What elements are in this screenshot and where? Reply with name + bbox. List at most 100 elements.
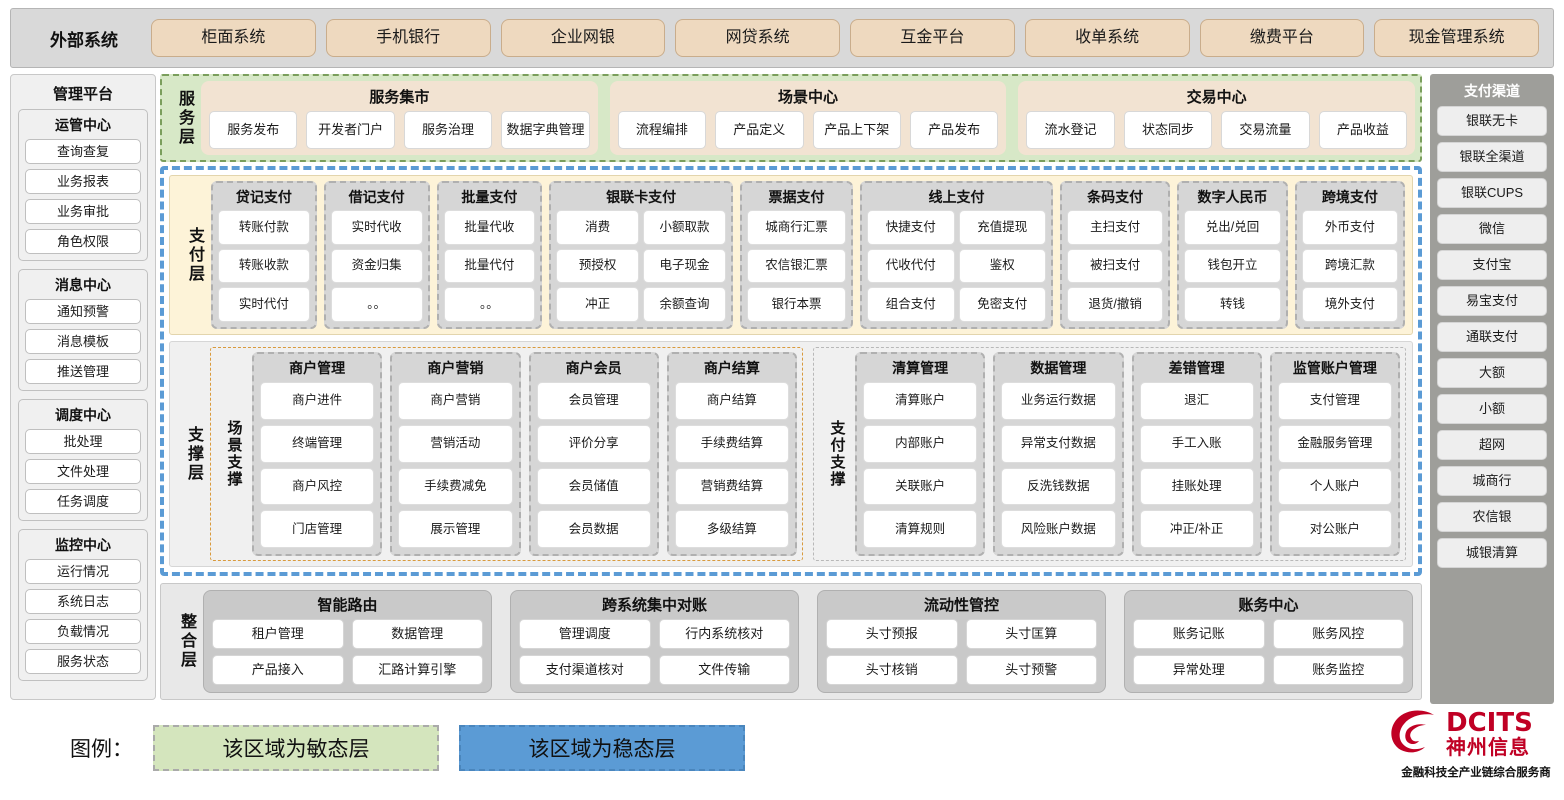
management-item[interactable]: 业务审批 [25,199,141,224]
external-system-chip[interactable]: 现金管理系统 [1374,19,1539,57]
payment-channel-item[interactable]: 超网 [1437,430,1547,460]
support-item[interactable]: 手续费结算 [674,424,789,463]
payment-channel-item[interactable]: 银联CUPS [1437,178,1547,208]
integration-item[interactable]: 账务监控 [1272,655,1404,685]
payment-item[interactable]: 代收代付 [867,248,955,284]
support-item[interactable]: 手续费减免 [398,467,513,506]
service-item[interactable]: 数据字典管理 [501,111,590,149]
payment-item[interactable]: 实时代收 [330,210,423,245]
payment-item[interactable]: 充值提现 [958,210,1046,245]
service-item[interactable]: 产品收益 [1318,111,1408,149]
external-system-chip[interactable]: 企业网银 [500,19,666,57]
integration-item[interactable]: 租户管理 [212,619,344,649]
payment-channel-item[interactable]: 通联支付 [1437,322,1547,352]
integration-item[interactable]: 支付渠道核对 [519,655,651,685]
payment-item[interactable]: 银行本票 [746,287,847,323]
payment-channel-item[interactable]: 大额 [1437,358,1547,388]
service-item[interactable]: 流程编排 [617,111,707,149]
integration-item[interactable]: 行内系统核对 [658,619,790,649]
service-item[interactable]: 服务治理 [403,111,493,149]
management-item[interactable]: 通知预警 [25,299,141,324]
payment-item[interactable]: 城商行汇票 [746,210,847,245]
support-item[interactable]: 商户结算 [674,382,789,420]
payment-channel-item[interactable]: 城商行 [1437,466,1547,496]
payment-item[interactable]: 预授权 [556,248,640,284]
support-item[interactable]: 清算规则 [863,510,978,548]
payment-item[interactable]: 跨境汇款 [1301,248,1399,284]
service-item[interactable]: 产品发布 [909,111,999,149]
payment-item[interactable]: 电子现金 [643,248,726,284]
integration-item[interactable]: 账务风控 [1272,619,1404,649]
integration-item[interactable]: 头寸预警 [965,655,1097,685]
support-item[interactable]: 门店管理 [260,510,375,548]
support-item[interactable]: 手工入账 [1139,424,1254,463]
payment-channel-item[interactable]: 小额 [1437,394,1547,424]
support-item[interactable]: 对公账户 [1277,510,1392,548]
management-item[interactable]: 任务调度 [25,489,141,514]
service-item[interactable]: 开发者门户 [306,111,395,149]
payment-channel-item[interactable]: 农信银 [1437,502,1547,532]
payment-item[interactable]: 实时代付 [218,287,310,323]
management-item[interactable]: 消息模板 [25,329,141,354]
payment-item[interactable]: 农信银汇票 [746,248,847,284]
support-item[interactable]: 反洗钱数据 [1001,467,1116,506]
payment-item[interactable]: 余额查询 [643,287,726,322]
external-system-chip[interactable]: 网贷系统 [675,19,840,57]
support-item[interactable]: 评价分享 [536,424,651,463]
management-item[interactable]: 推送管理 [25,359,141,384]
payment-item[interactable]: 冲正 [556,287,640,322]
support-item[interactable]: 冲正/补正 [1139,510,1254,548]
support-item[interactable]: 清算账户 [863,382,978,420]
support-item[interactable]: 会员管理 [536,382,651,420]
service-item[interactable]: 状态同步 [1123,111,1213,149]
payment-item[interactable]: 兑出/兑回 [1184,210,1281,245]
management-item[interactable]: 系统日志 [25,589,141,614]
support-item[interactable]: 会员储值 [536,467,651,506]
support-item[interactable]: 商户进件 [260,382,375,420]
payment-item[interactable]: 批量代付 [443,248,536,284]
support-item[interactable]: 商户风控 [260,467,375,506]
service-item[interactable]: 流水登记 [1026,111,1115,149]
external-system-chip[interactable]: 缴费平台 [1199,19,1365,57]
external-system-chip[interactable]: 手机银行 [325,19,491,57]
payment-item[interactable]: 转账收款 [218,248,310,284]
integration-item[interactable]: 数据管理 [351,619,483,649]
integration-item[interactable]: 管理调度 [519,619,651,649]
payment-channel-item[interactable]: 银联无卡 [1437,106,1547,136]
service-item[interactable]: 服务发布 [209,111,298,149]
payment-item[interactable]: 。。 [330,287,423,323]
payment-item[interactable]: 快捷支付 [867,210,955,245]
service-item[interactable]: 产品定义 [715,111,804,149]
service-item[interactable]: 交易流量 [1221,111,1310,149]
support-item[interactable]: 支付管理 [1277,382,1392,420]
payment-item[interactable]: 。。 [443,287,536,323]
external-system-chip[interactable]: 柜面系统 [151,19,316,57]
support-item[interactable]: 商户营销 [398,382,513,420]
support-item[interactable]: 营销活动 [398,424,513,463]
support-item[interactable]: 退汇 [1139,382,1254,420]
payment-channel-item[interactable]: 易宝支付 [1437,286,1547,316]
support-item[interactable]: 展示管理 [398,510,513,548]
management-item[interactable]: 运行情况 [25,559,141,584]
payment-item[interactable]: 主扫支付 [1066,210,1164,245]
support-item[interactable]: 挂账处理 [1139,467,1254,506]
support-item[interactable]: 个人账户 [1277,467,1392,506]
support-item[interactable]: 异常支付数据 [1001,424,1116,463]
integration-item[interactable]: 产品接入 [212,655,344,685]
integration-item[interactable]: 头寸预报 [826,619,958,649]
payment-item[interactable]: 转账付款 [218,210,310,245]
payment-item[interactable]: 外币支付 [1301,210,1399,245]
payment-item[interactable]: 境外支付 [1301,287,1399,323]
payment-item[interactable]: 免密支付 [958,287,1046,322]
integration-item[interactable]: 账务记账 [1133,619,1265,649]
management-item[interactable]: 角色权限 [25,229,141,254]
payment-item[interactable]: 鉴权 [958,248,1046,284]
support-item[interactable]: 风险账户数据 [1001,510,1116,548]
management-item[interactable]: 服务状态 [25,649,141,674]
payment-item[interactable]: 钱包开立 [1184,248,1281,284]
external-system-chip[interactable]: 收单系统 [1024,19,1190,57]
payment-item[interactable]: 消费 [556,210,640,245]
payment-item[interactable]: 批量代收 [443,210,536,245]
payment-channel-item[interactable]: 支付宝 [1437,250,1547,280]
integration-item[interactable]: 文件传输 [658,655,790,685]
